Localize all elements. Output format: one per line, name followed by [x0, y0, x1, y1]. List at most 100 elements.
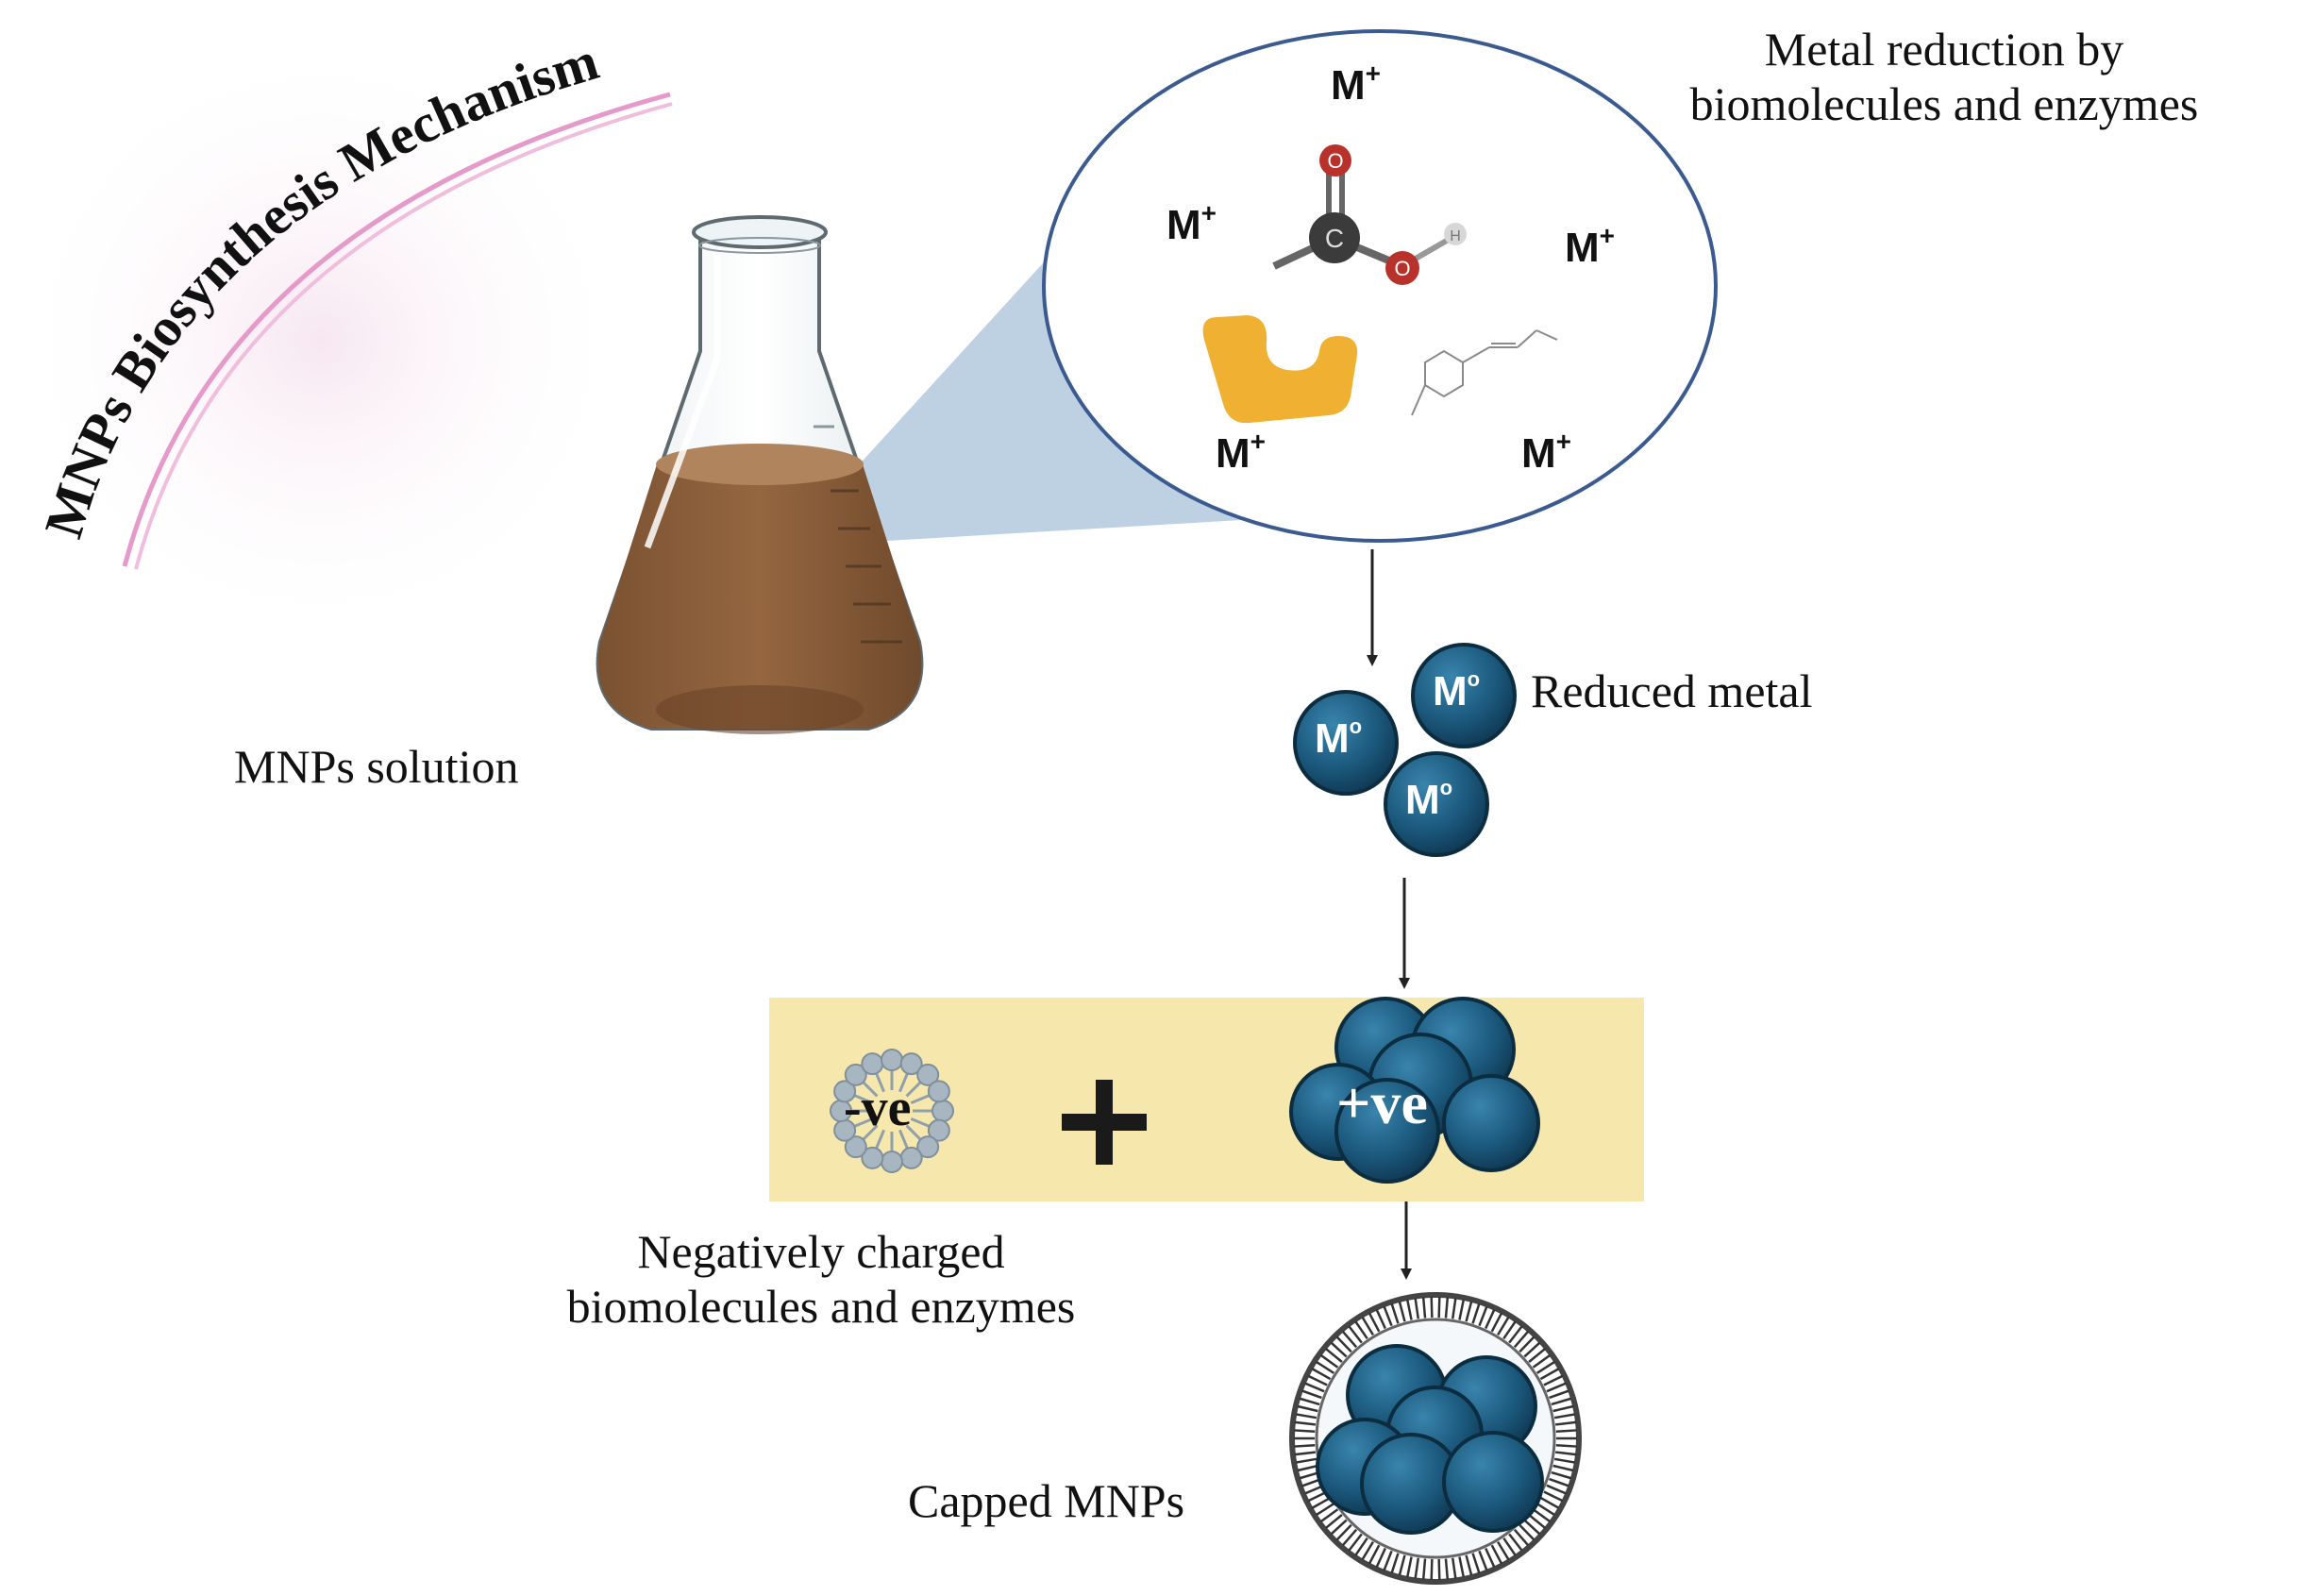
negatively-line2: biomolecules and enzymes [566, 1279, 1076, 1333]
reduced-particle-2-label: Mo [1315, 714, 1363, 762]
cap-hatch-line [1532, 1508, 1552, 1523]
cap-hatch-line [1513, 1528, 1530, 1547]
cap-hatch-line [1295, 1457, 1317, 1464]
micelle-head [881, 1151, 903, 1173]
reduced-particle-1-label: Mo [1433, 667, 1481, 714]
reduced-metal-label: Reduced metal [1531, 664, 1813, 717]
micelle-head [899, 1052, 923, 1076]
cap-hatch-line [1552, 1464, 1574, 1472]
cap-hatch-line [1316, 1360, 1334, 1374]
cap-hatch-line [1546, 1484, 1567, 1495]
cap-hatch-line [1299, 1397, 1320, 1406]
cap-hatch-line [1546, 1382, 1567, 1393]
enzyme-shape [1202, 315, 1358, 424]
micelle-head [844, 1063, 867, 1086]
metal-reduction-label: Metal reduction by biomolecules and enzy… [1642, 23, 2246, 131]
micelle-head [927, 1118, 950, 1142]
flask [596, 215, 924, 734]
cap-hatch-line [1551, 1397, 1572, 1406]
cap-hatch-line [1555, 1451, 1577, 1456]
cap-hatch-line [1341, 1528, 1358, 1547]
cap-hatch-line [1325, 1348, 1343, 1363]
cap-hatch-line [1513, 1330, 1530, 1349]
micelle-head [844, 1135, 867, 1159]
skeletal-molecule [1411, 329, 1558, 416]
cap-hatch-line [1502, 1537, 1517, 1556]
cap-hatch-line [1311, 1368, 1332, 1381]
cap-hatch-line [1354, 1320, 1368, 1340]
cap-hatch-line [1458, 1299, 1466, 1320]
cap-hatch-line [1335, 1523, 1352, 1541]
reduced-particle-2 [1293, 690, 1399, 796]
cap-hatch-line [1294, 1429, 1316, 1433]
micelle-head [916, 1135, 940, 1159]
oxygen-label-right: O [1394, 257, 1410, 280]
cap-hatch-line [1465, 1554, 1473, 1576]
title-arc-outer [122, 92, 671, 567]
cap-hatch-line [1485, 1309, 1496, 1330]
cap-hatch-line [1543, 1490, 1564, 1503]
negatively-charged-label: Negatively charged biomolecules and enzy… [491, 1225, 1151, 1334]
cap-hatch-line [1508, 1325, 1523, 1344]
cap-hatch-line [1354, 1537, 1368, 1556]
cap-hatch-line [1368, 1544, 1381, 1565]
micelle-head [833, 1080, 857, 1103]
cap-hatch-line [1294, 1444, 1316, 1448]
cap-hatch-line [1437, 1297, 1441, 1319]
cap-hatch-line [1297, 1404, 1318, 1413]
cap-hatch-line [1471, 1302, 1481, 1324]
cap-hatch-line [1325, 1514, 1343, 1529]
cap-hatch-line [1508, 1533, 1523, 1552]
cap-hatch-line [1319, 1353, 1339, 1369]
cap-hatch-line [1451, 1298, 1457, 1319]
cap-hatch-line [1502, 1320, 1517, 1340]
cap-hatch-line [1383, 1550, 1393, 1571]
micelle-head [931, 1100, 954, 1122]
cap-hatch-line [1295, 1413, 1317, 1420]
cap-hatch-line [1297, 1464, 1318, 1472]
cap-hatch-line [1465, 1301, 1473, 1322]
cap-hatch-line [1497, 1540, 1510, 1561]
cap-hatch-line [1536, 1503, 1555, 1517]
zoom-bubble [1042, 29, 1718, 543]
cap-hatch-line [1471, 1553, 1481, 1574]
micelle-head [861, 1052, 884, 1076]
cap-hatch-line [1390, 1553, 1400, 1574]
negatively-line1: Negatively charged [637, 1225, 1005, 1278]
cap-hatch-line [1551, 1470, 1572, 1480]
cap-hatch-line [1553, 1413, 1576, 1420]
reduced-particle-3 [1384, 751, 1489, 857]
cap-hatch-line [1430, 1297, 1434, 1319]
positive-charge-label: +ve [1336, 1069, 1428, 1136]
cap-hatch-line [1451, 1557, 1457, 1579]
cap-hatch-line [1311, 1496, 1332, 1509]
cap-hatch-line [1523, 1341, 1541, 1358]
metal-reduction-line1: Metal reduction by [1764, 23, 2124, 76]
reduced-particle-1 [1411, 643, 1517, 748]
cap-hatch-line [1543, 1374, 1564, 1386]
cap-hatch-line [1490, 1544, 1503, 1565]
cap-hatch-line [1294, 1420, 1316, 1426]
cap-hatch-line [1294, 1451, 1316, 1456]
flask-liquid [597, 454, 922, 729]
carbon-atom [1309, 212, 1360, 263]
cap-hatch-line [1375, 1547, 1386, 1568]
cap-hatch-line [1301, 1389, 1322, 1400]
cap-hatch-line [1549, 1477, 1569, 1487]
cap-hatch-line [1398, 1554, 1406, 1576]
cap-hatch-line [1316, 1503, 1334, 1517]
cap-hatch-line [1375, 1309, 1386, 1330]
cap-hatch-line [1549, 1389, 1569, 1400]
cap-hatch-line [1555, 1429, 1577, 1433]
positive-cluster [1289, 997, 1540, 1184]
oxygen-atom-right [1385, 251, 1419, 285]
cap-hatch-line [1437, 1558, 1441, 1580]
cap-hatch-line [1405, 1299, 1413, 1320]
cap-hatch-line [1330, 1341, 1348, 1358]
cap-hatch-line [1319, 1508, 1339, 1523]
negative-micelle [830, 1049, 954, 1173]
hydrogen-atom [1444, 223, 1467, 245]
cap-hatch-line [1523, 1519, 1541, 1536]
cap-hatch-line [1532, 1353, 1552, 1369]
